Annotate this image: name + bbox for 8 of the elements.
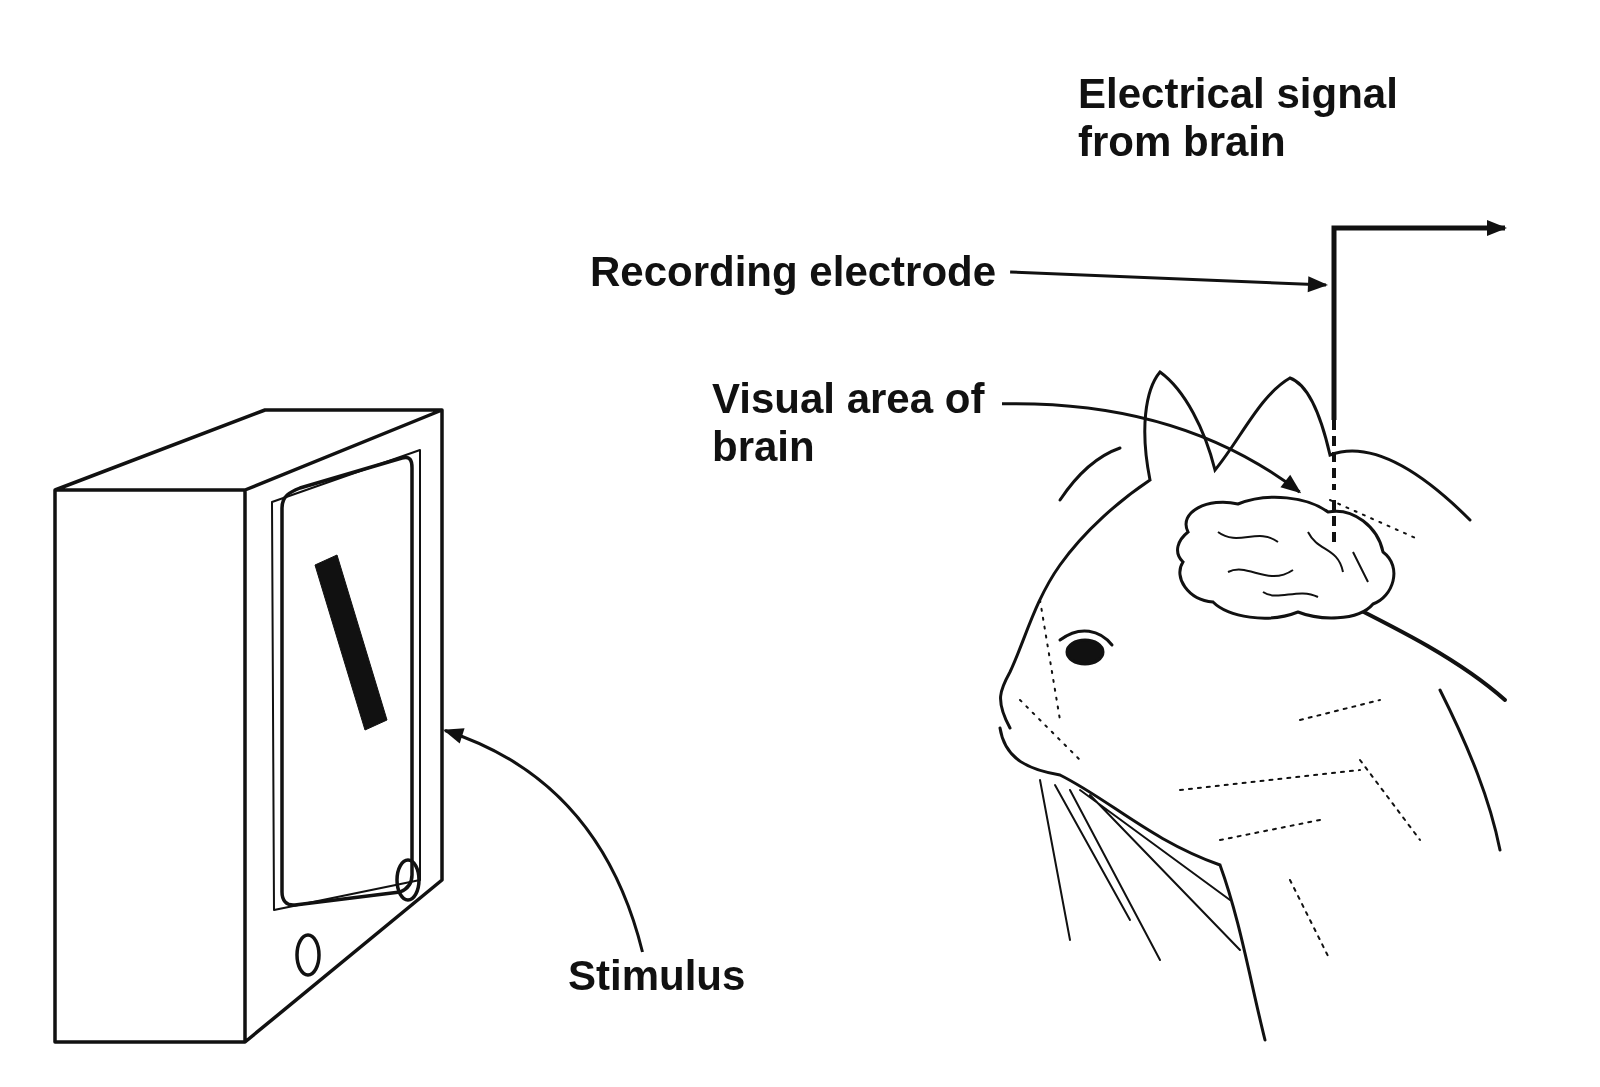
leader-arrow: [1010, 270, 1328, 293]
callout-label: Recording electrode: [590, 248, 997, 296]
callout-label: Visual area of brain: [712, 375, 1002, 471]
leader-arrow: [1002, 402, 1302, 494]
signal-arrow: [1331, 220, 1507, 270]
signal-label: Electrical signal from brain: [1078, 70, 1399, 166]
callout-label: Stimulus: [568, 952, 746, 1000]
leader-arrow: [443, 729, 644, 953]
